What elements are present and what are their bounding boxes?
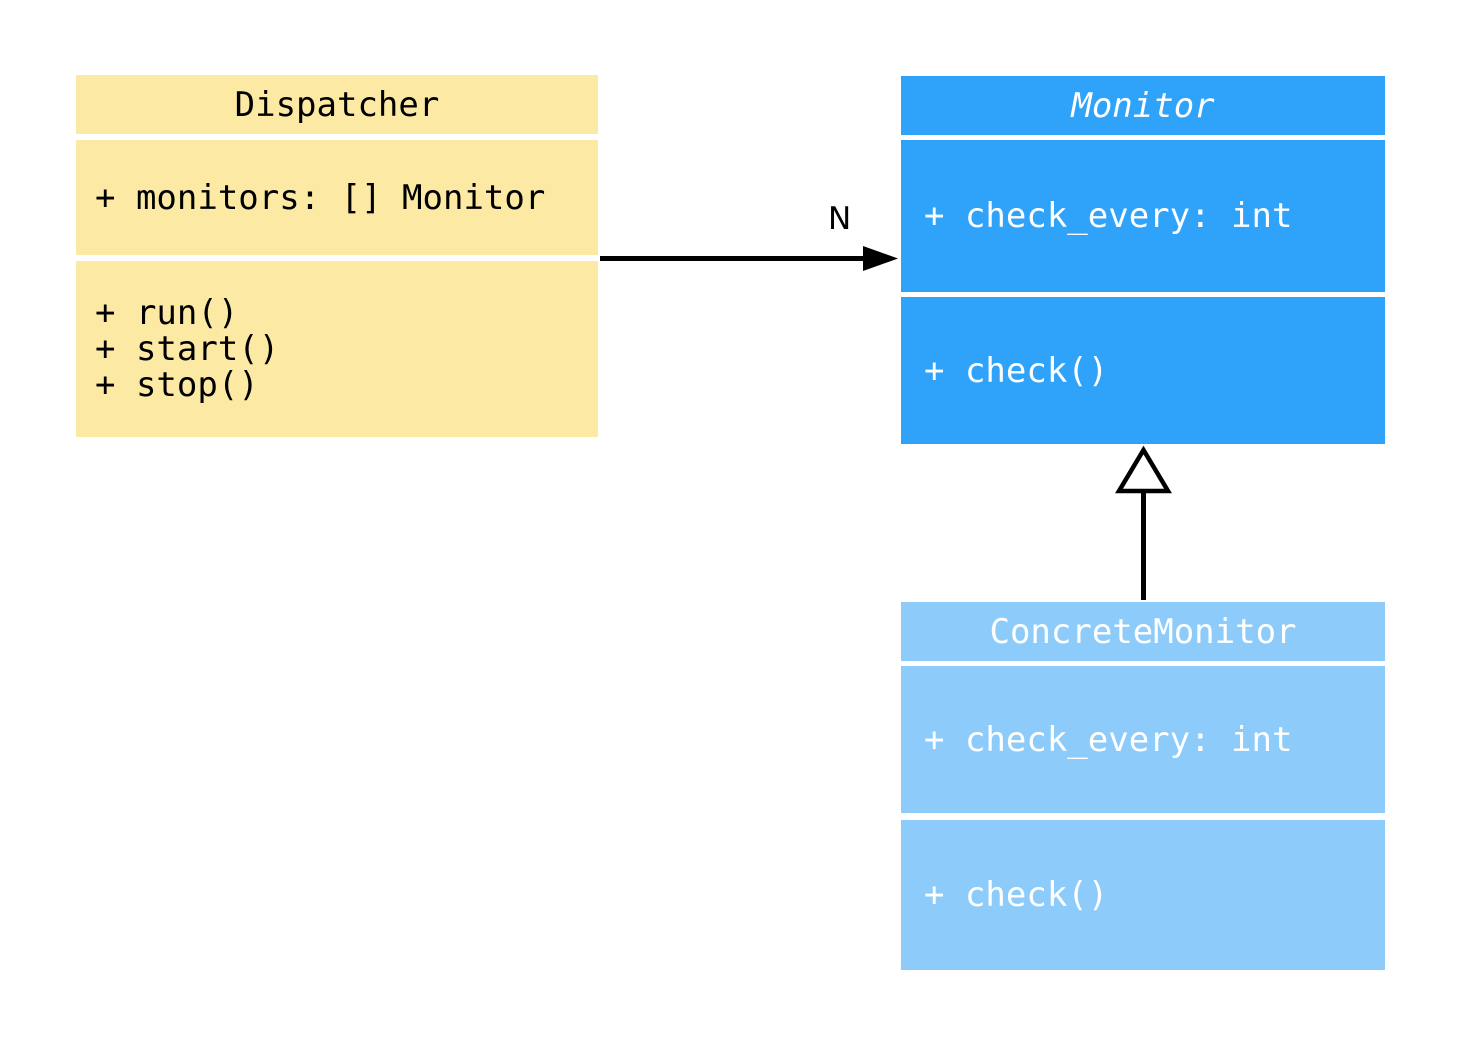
class-node-monitor: Monitor + check_every: int + check() <box>901 76 1385 444</box>
class-methods-concrete-monitor: + check() <box>901 820 1385 970</box>
class-node-dispatcher: Dispatcher + monitors: [] Monitor + run(… <box>76 75 598 437</box>
association-arrowhead-icon <box>863 246 898 271</box>
method-start: + start() <box>95 329 280 369</box>
class-attributes-concrete-monitor: + check_every: int <box>901 666 1385 813</box>
method-stop: + stop() <box>95 365 259 405</box>
inheritance-triangle-icon <box>1115 445 1172 494</box>
class-node-concrete-monitor: ConcreteMonitor + check_every: int + che… <box>901 602 1385 970</box>
attribute-check-every: + check_every: int <box>924 719 1293 760</box>
method-check: + check() <box>924 875 1109 915</box>
class-attributes-dispatcher: + monitors: [] Monitor <box>76 140 598 255</box>
class-methods-dispatcher: + run() + start() + stop() <box>76 261 598 437</box>
class-attributes-monitor: + check_every: int <box>901 140 1385 292</box>
attribute-check-every: + check_every: int <box>924 196 1293 236</box>
attribute-monitors: + monitors: [] Monitor <box>95 177 546 218</box>
class-methods-monitor: + check() <box>901 297 1385 444</box>
method-run: + run() <box>95 293 239 333</box>
class-title-monitor: Monitor <box>901 76 1385 135</box>
class-title-dispatcher: Dispatcher <box>76 75 598 134</box>
association-edge-label: N <box>828 201 852 237</box>
class-title-concrete-monitor: ConcreteMonitor <box>901 602 1385 661</box>
method-check: + check() <box>924 350 1109 391</box>
